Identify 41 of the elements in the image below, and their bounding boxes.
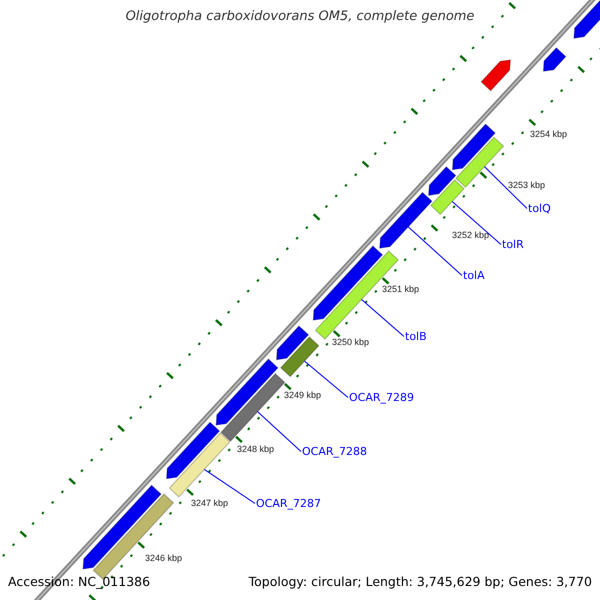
gene-feature xyxy=(276,325,310,360)
gene-feature xyxy=(430,179,465,216)
gene-label: OCAR_7289 xyxy=(349,391,414,404)
gene-feature xyxy=(452,123,496,170)
scale-label: 3251 kbp xyxy=(382,284,420,294)
gene-feature xyxy=(379,192,433,249)
gene-label: tolA xyxy=(463,269,485,282)
gene-label: OCAR_7288 xyxy=(302,445,368,458)
scale-label: 3248 kbp xyxy=(237,444,274,454)
footer-text: Topology: circular; Length: 3,745,629 bp; Genes: 3,770 xyxy=(248,574,592,589)
title: Oligotropha carboxidovorans OM5, complete genome xyxy=(124,9,476,24)
gene-feature xyxy=(480,59,511,92)
scale-label: 3252 kbp xyxy=(452,230,490,240)
leader-line xyxy=(304,360,348,398)
leader-line xyxy=(408,226,462,276)
gene-feature xyxy=(220,372,286,442)
gene-feature xyxy=(280,336,320,378)
gene-feature xyxy=(216,358,279,426)
gene-feature xyxy=(168,432,230,498)
footer-text: Accession: NC_011386 xyxy=(8,574,150,589)
scale-label: 3253 kbp xyxy=(508,180,546,190)
gene-label: tolB xyxy=(405,330,427,343)
leader-line xyxy=(361,299,404,337)
scale-label: 3247 kbp xyxy=(191,498,228,508)
scale-label: 3250 kbp xyxy=(332,337,370,347)
gene-label: OCAR_7287 xyxy=(256,497,322,510)
leader-line xyxy=(484,166,528,209)
leader-line xyxy=(257,411,302,452)
gene-feature xyxy=(312,245,384,321)
gene-feature xyxy=(573,0,600,39)
gene-feature xyxy=(455,136,504,188)
gene-feature xyxy=(166,422,220,480)
scale-label: 3249 kbp xyxy=(284,390,322,400)
gene-label: tolR xyxy=(502,238,524,251)
gene-label: tolQ xyxy=(528,202,551,215)
leader-line xyxy=(452,201,502,245)
gene-feature xyxy=(542,47,566,72)
gene-feature xyxy=(428,166,456,196)
scale-label: 3254 kbp xyxy=(530,129,568,139)
leader-line xyxy=(204,468,256,504)
scale-label: 3246 kbp xyxy=(145,553,182,563)
